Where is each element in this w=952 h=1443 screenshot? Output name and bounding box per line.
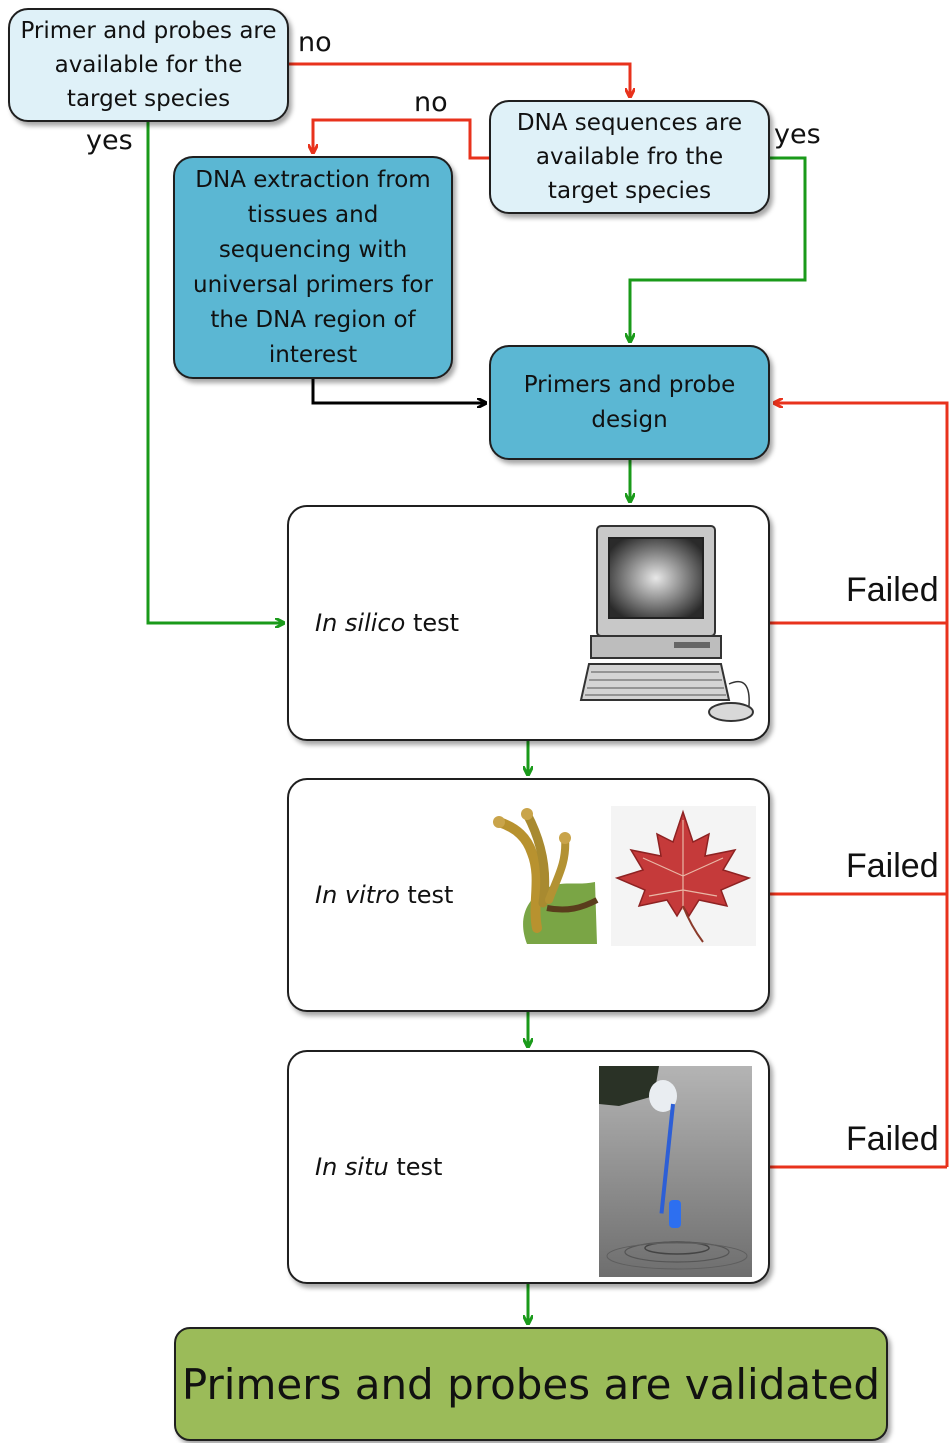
water-sampling-photo <box>599 1066 752 1277</box>
node-dna-sequences-available-text: DNA sequences are available fro the targ… <box>516 110 743 204</box>
in-silico-label: In silico test <box>315 609 459 637</box>
computer-icon <box>579 525 754 722</box>
frog-foot-photo <box>493 808 599 944</box>
in-silico-label-italic: In silico <box>315 609 406 637</box>
label-yes-primers: yes <box>86 125 133 156</box>
label-no-sequences: no <box>414 87 448 118</box>
node-validated-text: Primers and probes are validated <box>181 1359 881 1409</box>
node-in-silico-test: In silico test <box>287 505 770 741</box>
node-validated: Primers and probes are validated <box>174 1327 888 1441</box>
label-failed-in-situ: Failed <box>846 1120 939 1158</box>
in-silico-label-plain: test <box>405 609 460 637</box>
in-vitro-label-italic: In vitro <box>315 881 400 909</box>
arrow-yes-to-in-silico <box>146 122 283 623</box>
node-primer-probe-design: Primers and probe design <box>489 345 770 460</box>
node-in-situ-test: In situ test <box>287 1050 770 1284</box>
in-situ-label-italic: In situ <box>315 1153 389 1181</box>
in-vitro-label-plain: test <box>399 881 454 909</box>
maple-leaf-photo <box>611 806 756 946</box>
label-failed-in-vitro: Failed <box>846 847 939 885</box>
arrow-no-to-extraction <box>313 118 489 160</box>
node-dna-extraction-text: DNA extraction from tissues and sequenci… <box>193 166 433 368</box>
label-failed-in-silico: Failed <box>846 571 939 609</box>
in-vitro-label: In vitro test <box>315 881 453 909</box>
node-primers-available: Primer and probes are available for the … <box>8 8 289 122</box>
node-dna-extraction: DNA extraction from tissues and sequenci… <box>173 156 453 379</box>
arrow-yes-to-design <box>630 156 807 341</box>
in-situ-label: In situ test <box>315 1153 442 1181</box>
label-yes-sequences: yes <box>774 119 821 150</box>
in-situ-label-plain: test <box>388 1153 443 1181</box>
node-dna-sequences-available: DNA sequences are available fro the targ… <box>489 100 770 214</box>
arrow-extraction-to-design <box>311 379 485 403</box>
node-primers-available-text: Primer and probes are available for the … <box>20 18 277 112</box>
arrow-no-to-sequences <box>289 62 630 96</box>
node-primer-probe-design-text: Primers and probe design <box>523 371 736 433</box>
node-in-vitro-test: In vitro test <box>287 778 770 1012</box>
label-no-primers: no <box>298 27 332 58</box>
arrow-failed-loop <box>775 403 949 1167</box>
